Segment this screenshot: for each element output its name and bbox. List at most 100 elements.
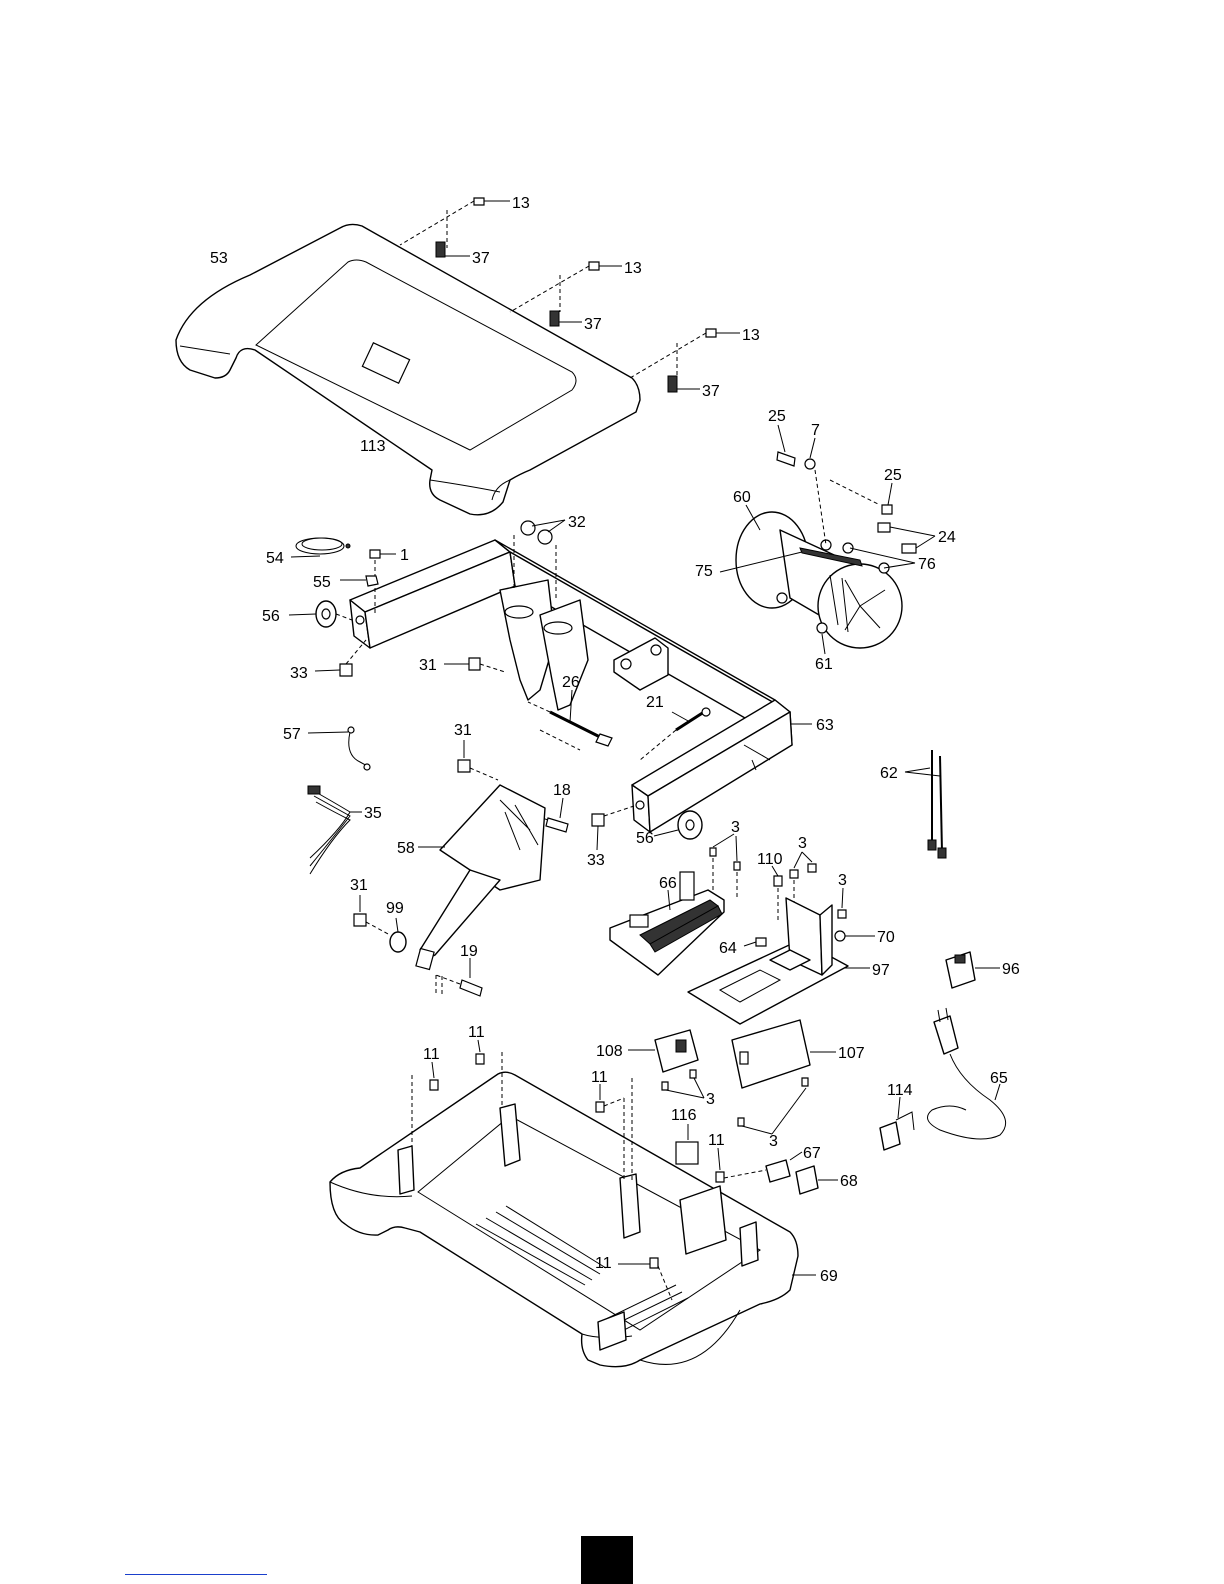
- screw-3-c: [838, 888, 846, 918]
- callout-13: 13: [512, 195, 530, 212]
- bolt-19: [436, 958, 482, 996]
- callout-64: 64: [719, 940, 737, 957]
- callout-11: 11: [708, 1132, 725, 1149]
- callout-3: 3: [706, 1091, 715, 1108]
- motor-part-60-61: [736, 512, 902, 648]
- wire-57: [308, 727, 370, 770]
- callout-13: 13: [624, 260, 642, 277]
- footer-link-underline[interactable]: [125, 1574, 267, 1575]
- nut-31-c: [354, 895, 390, 935]
- hood-clip-37-b: [550, 311, 582, 326]
- callout-11: 11: [595, 1255, 612, 1272]
- roller-56-a: [289, 601, 352, 627]
- callout-13: 13: [742, 327, 760, 344]
- callout-116: 116: [671, 1107, 697, 1124]
- callout-25: 25: [884, 467, 902, 484]
- callout-108: 108: [596, 1043, 623, 1060]
- screw-3-group-d: [662, 1070, 704, 1098]
- callout-58: 58: [397, 840, 415, 857]
- callout-26: 26: [562, 674, 580, 691]
- nut-31-a: [444, 658, 505, 672]
- motor-bolt-25-b: [830, 480, 892, 514]
- callout-7: 7: [811, 422, 820, 439]
- motor-bolts-24: [878, 523, 935, 553]
- callout-54: 54: [266, 550, 284, 567]
- spacer-99: [390, 918, 406, 952]
- cable-ties-62: [905, 750, 946, 858]
- connector-68: [796, 1166, 838, 1194]
- switch-96: [946, 952, 1000, 988]
- callout-11: 11: [591, 1069, 608, 1086]
- callout-37: 37: [584, 316, 602, 333]
- callout-55: 55: [313, 574, 331, 591]
- callout-70: 70: [877, 929, 895, 946]
- callout-53: 53: [210, 250, 228, 267]
- callout-75: 75: [695, 563, 713, 580]
- callout-18: 18: [553, 782, 571, 799]
- hood-screw-13-c: [630, 329, 740, 378]
- callout-65: 65: [990, 1070, 1008, 1087]
- callout-11: 11: [423, 1046, 440, 1063]
- callout-107: 107: [838, 1045, 865, 1062]
- label-116: [676, 1124, 698, 1164]
- callout-31: 31: [419, 657, 437, 674]
- callout-31: 31: [350, 877, 368, 894]
- motor-hood-part-53: [176, 224, 640, 514]
- hood-screw-13-a: [400, 198, 510, 248]
- callout-63: 63: [816, 717, 834, 734]
- callout-110: 110: [757, 851, 783, 868]
- callout-66: 66: [659, 875, 677, 892]
- callout-60: 60: [733, 489, 751, 506]
- nut-33-a: [315, 640, 366, 676]
- callout-69: 69: [820, 1268, 838, 1285]
- label-114: [880, 1097, 914, 1150]
- wire-54: [291, 538, 350, 557]
- callout-61: 61: [815, 656, 833, 673]
- callout-21: 21: [646, 694, 664, 711]
- page-number-block: [581, 1536, 633, 1584]
- screw-11-d: [716, 1148, 766, 1182]
- callout-3: 3: [769, 1133, 778, 1150]
- hood-clip-37-a: [436, 242, 470, 257]
- callout-76: 76: [918, 556, 936, 573]
- callout-19: 19: [460, 943, 478, 960]
- callout-113: 113: [360, 438, 386, 455]
- callout-32: 32: [568, 514, 586, 531]
- callout-35: 35: [364, 805, 382, 822]
- motor-washer-7: [805, 438, 826, 545]
- callout-56: 56: [636, 830, 654, 847]
- base-pan-69: [330, 1072, 816, 1366]
- callout-24: 24: [938, 529, 956, 546]
- nut-55: [340, 576, 378, 586]
- callout-62: 62: [880, 765, 898, 782]
- component-108: [628, 1030, 698, 1072]
- callout-114: 114: [887, 1082, 913, 1099]
- screw-3-group-a: [710, 834, 740, 900]
- callout-99: 99: [386, 900, 404, 917]
- callout-33: 33: [290, 665, 308, 682]
- callout-96: 96: [1002, 961, 1020, 978]
- callout-97: 97: [872, 962, 890, 979]
- nut-31-b: [458, 740, 498, 780]
- callout-57: 57: [283, 726, 301, 743]
- nut-64: [744, 938, 766, 946]
- component-107: [732, 1020, 836, 1088]
- hood-screw-13-b: [510, 262, 622, 312]
- hood-clip-37-c: [668, 376, 700, 392]
- callout-3: 3: [798, 835, 807, 852]
- callout-25: 25: [768, 408, 786, 425]
- washer-70: [835, 931, 875, 941]
- callout-37: 37: [472, 250, 490, 267]
- callout-56: 56: [262, 608, 280, 625]
- callout-3: 3: [838, 872, 847, 889]
- motor-bolt-25-a: [777, 425, 795, 466]
- callout-1: 1: [400, 547, 409, 564]
- screw-3-group-b: [790, 852, 816, 905]
- callout-33: 33: [587, 852, 605, 869]
- callout-37: 37: [702, 383, 720, 400]
- callout-31: 31: [454, 722, 472, 739]
- wire-harness-35: [308, 786, 362, 874]
- callout-67: 67: [803, 1145, 821, 1162]
- nut-33-b: [592, 806, 634, 850]
- motor-callout-leader-61: [822, 634, 825, 654]
